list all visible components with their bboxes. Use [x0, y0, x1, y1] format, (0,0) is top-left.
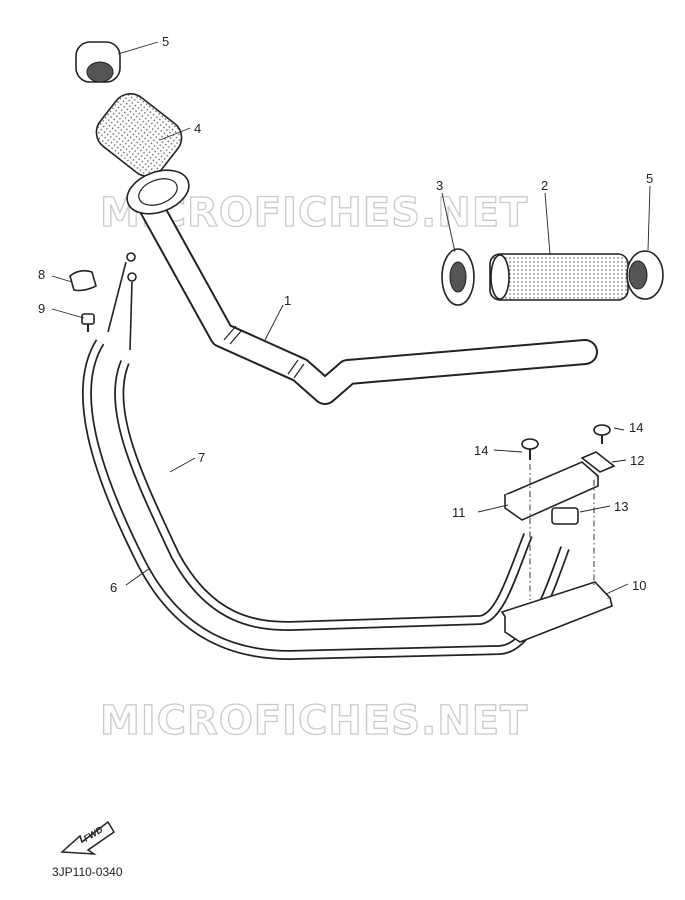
- left-grip-part: [95, 93, 190, 215]
- watermark-bottom: MICROFICHES.NET: [100, 698, 528, 744]
- callout-11: 11: [452, 505, 466, 520]
- housing-screw-right-part: [593, 424, 611, 444]
- housing-screw-left-part: [521, 438, 539, 460]
- diagram-code: 3JP110-0340: [52, 865, 123, 879]
- callout-9: 9: [38, 301, 45, 316]
- callout-6: 6: [110, 580, 117, 595]
- callout-14-left: 14: [474, 443, 488, 458]
- throttle-housing-lower-part: [500, 581, 613, 643]
- handlebar-part: [137, 192, 598, 405]
- throttle-housing-upper-part: [503, 461, 600, 521]
- callout-5-right: 5: [646, 171, 653, 186]
- holder-screw-part: [81, 313, 95, 332]
- leader-lines: [51, 41, 651, 595]
- callout-14-right: 14: [629, 420, 643, 435]
- callout-10: 10: [632, 578, 646, 593]
- housing-gasket-part: [580, 451, 616, 473]
- fwd-arrow-icon: FWD: [60, 820, 116, 855]
- housing-block-part: [551, 507, 579, 525]
- callout-12: 12: [630, 453, 644, 468]
- callout-8: 8: [38, 267, 45, 282]
- callout-13: 13: [614, 499, 628, 514]
- callout-4: 4: [194, 121, 201, 136]
- callout-7: 7: [198, 450, 205, 465]
- callout-5-top: 5: [162, 34, 169, 49]
- callout-3: 3: [436, 178, 443, 193]
- throttle-cable-6: [81, 252, 570, 661]
- right-grip-assembly: [441, 248, 664, 306]
- callout-2: 2: [541, 178, 548, 193]
- throttle-cable-7: [114, 272, 533, 632]
- end-plug-top-part: [75, 41, 121, 83]
- cable-holder-part: [69, 269, 97, 292]
- callout-1: 1: [284, 293, 291, 308]
